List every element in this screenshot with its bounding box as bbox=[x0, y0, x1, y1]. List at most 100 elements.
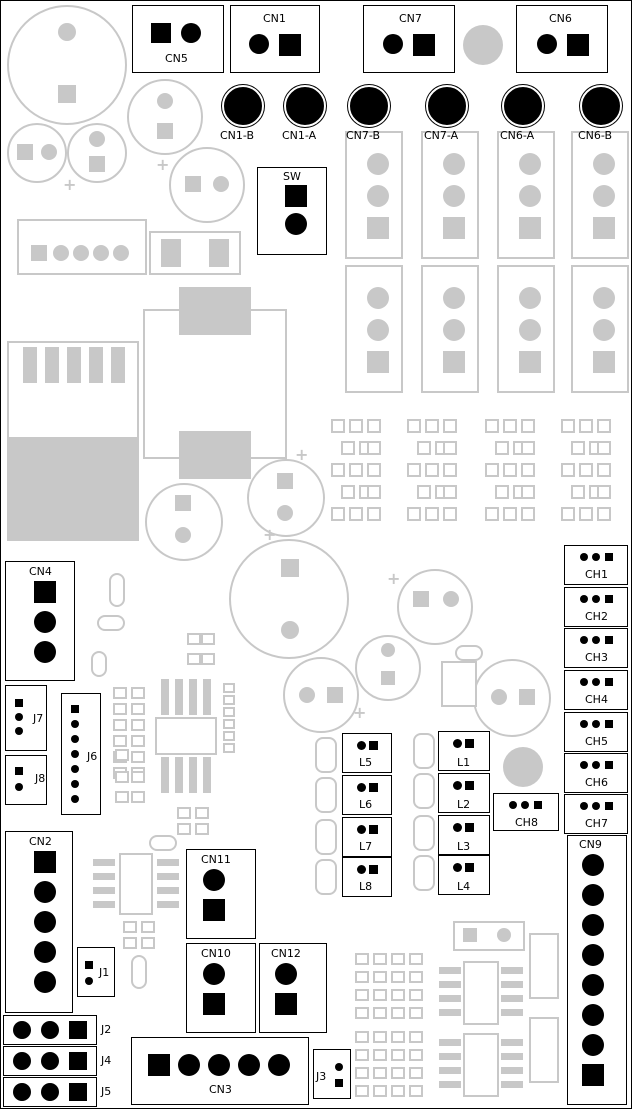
smd-pad bbox=[561, 419, 575, 433]
channel-pad bbox=[521, 801, 529, 809]
connector-cn1[interactable] bbox=[230, 5, 320, 73]
smd-pad bbox=[187, 633, 201, 645]
led-l4[interactable] bbox=[438, 855, 490, 895]
smd-pad bbox=[409, 953, 423, 965]
cn7-label: CN7 bbox=[399, 12, 422, 25]
connector-cn11[interactable] bbox=[186, 849, 256, 939]
led-l8[interactable] bbox=[342, 857, 392, 897]
test-point-cn7-a[interactable] bbox=[426, 85, 468, 127]
cap-pad bbox=[58, 23, 76, 41]
smd-pad bbox=[367, 463, 381, 477]
test-point-cn1-b[interactable] bbox=[222, 85, 264, 127]
jumper-j1[interactable] bbox=[77, 947, 115, 997]
smd-pad bbox=[455, 645, 483, 661]
smd-pad bbox=[367, 441, 381, 455]
connector-cn9[interactable] bbox=[567, 835, 627, 1105]
smd-pad bbox=[141, 937, 155, 949]
smd-pad bbox=[521, 507, 535, 521]
terminal-pad bbox=[593, 153, 615, 175]
channel-ch1[interactable] bbox=[564, 545, 628, 585]
jumper-outline bbox=[529, 933, 559, 999]
j5-label: J5 bbox=[101, 1085, 112, 1098]
test-point-label: CN1-B bbox=[220, 129, 255, 142]
smd-pad bbox=[391, 1067, 405, 1079]
channel-pad bbox=[580, 553, 588, 561]
channel-pad bbox=[605, 761, 613, 769]
led-l5[interactable] bbox=[342, 733, 392, 773]
channel-pad bbox=[605, 595, 613, 603]
smd-pad bbox=[561, 507, 575, 521]
connector-cn12[interactable] bbox=[259, 943, 327, 1033]
ic-lead bbox=[93, 887, 115, 894]
smd-pad bbox=[109, 573, 125, 607]
mounting-hole bbox=[503, 747, 543, 787]
cn3-pin2-pad bbox=[178, 1054, 200, 1076]
j6-pin-pad bbox=[71, 750, 79, 758]
channel-ch2[interactable] bbox=[564, 587, 628, 627]
cap-pad bbox=[277, 473, 293, 489]
connector-cn6[interactable] bbox=[516, 5, 608, 73]
ic-lead bbox=[501, 967, 523, 974]
led-anode-pad bbox=[357, 865, 366, 874]
test-point-cn1-a[interactable] bbox=[284, 85, 326, 127]
channel-ch3[interactable] bbox=[564, 628, 628, 668]
j4-label: J4 bbox=[101, 1054, 112, 1067]
smd-pad bbox=[409, 989, 423, 1001]
cn4-label: CN4 bbox=[29, 565, 52, 578]
ic-lead bbox=[439, 981, 461, 988]
cn6-pin1-pad bbox=[537, 34, 557, 54]
smd-pad bbox=[579, 507, 593, 521]
connector-cn10[interactable] bbox=[186, 943, 256, 1033]
test-point-cn6-a[interactable] bbox=[502, 85, 544, 127]
cn6-pin2-pad bbox=[567, 34, 589, 56]
led-label: L8 bbox=[359, 880, 373, 893]
led-l1[interactable] bbox=[438, 731, 490, 771]
cn9-label: CN9 bbox=[579, 838, 602, 851]
test-point-cn7-b[interactable] bbox=[348, 85, 390, 127]
cn2-pin-pad bbox=[34, 881, 56, 903]
ic-lead bbox=[439, 1009, 461, 1016]
capacitor-small bbox=[7, 123, 67, 183]
led-l2[interactable] bbox=[438, 773, 490, 813]
connector-cn7[interactable] bbox=[363, 5, 455, 73]
j2-pin1-pad bbox=[13, 1021, 31, 1039]
j7-pin1-pad bbox=[15, 699, 23, 707]
connector-cn5[interactable] bbox=[132, 5, 224, 73]
channel-label: CH4 bbox=[585, 693, 608, 706]
smd-pad bbox=[341, 485, 355, 499]
jumper-j8[interactable] bbox=[5, 755, 47, 805]
smd-pad bbox=[131, 771, 145, 783]
smd-pad bbox=[373, 1067, 387, 1079]
cap-pad bbox=[327, 687, 343, 703]
led-resistor-pad bbox=[413, 773, 435, 809]
channel-ch6[interactable] bbox=[564, 753, 628, 793]
jumper-j3[interactable] bbox=[313, 1049, 351, 1099]
switch-sw[interactable] bbox=[257, 167, 327, 255]
terminal-pad bbox=[367, 351, 389, 373]
channel-ch8[interactable] bbox=[493, 793, 559, 831]
cn2-pin-pad bbox=[34, 941, 56, 963]
led-l3[interactable] bbox=[438, 815, 490, 855]
smd-pad bbox=[131, 955, 147, 989]
mounting-hole bbox=[463, 25, 503, 65]
smd-pad bbox=[195, 823, 209, 835]
channel-pad bbox=[592, 802, 600, 810]
channel-label: CH5 bbox=[585, 735, 608, 748]
led-l6[interactable] bbox=[342, 775, 392, 815]
header-pad bbox=[113, 245, 129, 261]
cn3-pin4-pad bbox=[238, 1054, 260, 1076]
led-label: L7 bbox=[359, 840, 373, 853]
smd-pad bbox=[113, 735, 127, 747]
capacitor-medium bbox=[247, 459, 325, 537]
channel-ch7[interactable] bbox=[564, 794, 628, 834]
test-point-cn6-b[interactable] bbox=[580, 85, 622, 127]
terminal-pad bbox=[443, 217, 465, 239]
jumper-j6[interactable] bbox=[61, 693, 101, 815]
led-cathode-pad bbox=[465, 823, 474, 832]
led-l7[interactable] bbox=[342, 817, 392, 857]
jumper-j7[interactable] bbox=[5, 685, 47, 751]
channel-pad bbox=[605, 678, 613, 686]
jumper-pad bbox=[497, 928, 511, 942]
channel-ch4[interactable] bbox=[564, 670, 628, 710]
channel-ch5[interactable] bbox=[564, 712, 628, 752]
